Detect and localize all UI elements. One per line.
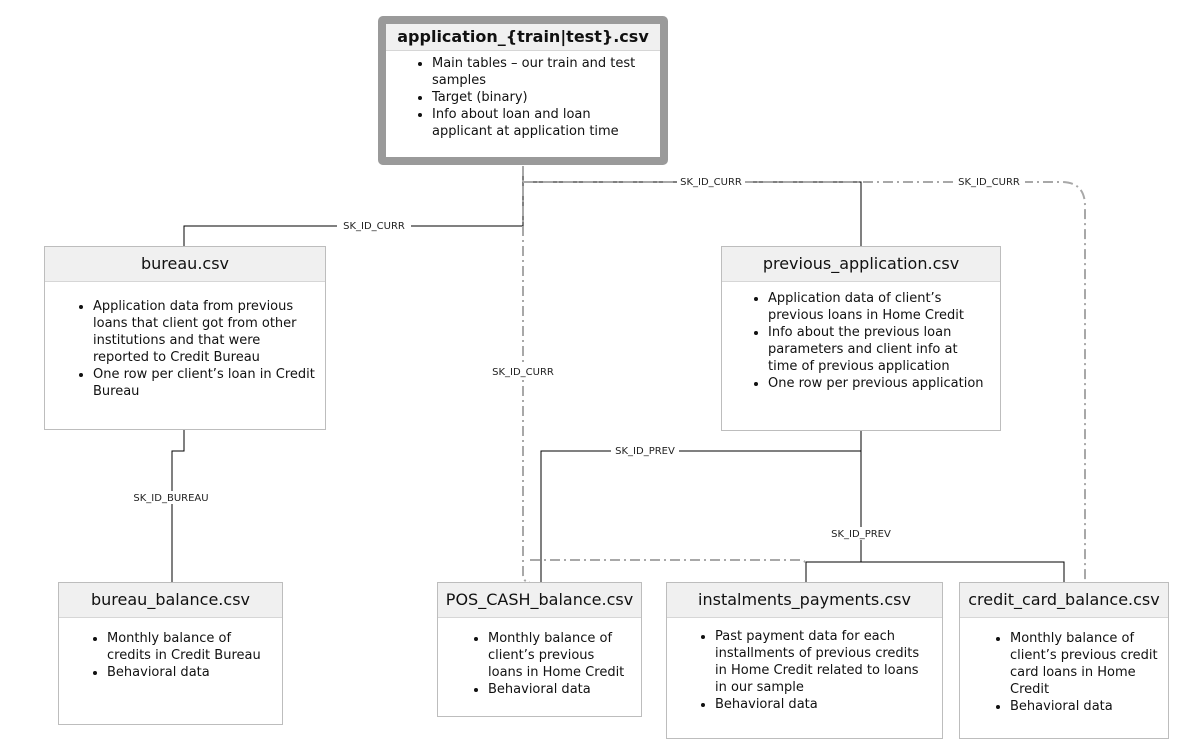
edge-label-bureau-bb: SK_ID_BUREAU: [133, 493, 208, 504]
table-title: previous_application.csv: [722, 247, 1000, 282]
edge-label-prev-inst: SK_ID_PREV: [831, 529, 891, 540]
link-prev-inst: [805, 451, 862, 582]
bullet-item: One row per client’s loan in Credit Bure…: [93, 366, 315, 400]
link-prev-pos: [540, 431, 862, 582]
table-bullets: Application data from previous loans tha…: [45, 298, 325, 400]
link-bureau-bb: [171, 430, 185, 582]
table-bullets: Past payment data for each installments …: [667, 628, 942, 713]
edge-label-prev-pos: SK_ID_PREV: [615, 446, 675, 457]
bullet-item: Behavioral data: [488, 681, 631, 698]
edge-label-main-pos: SK_ID_CURR: [492, 367, 554, 378]
table-bullets: Application data of client’s previous lo…: [722, 290, 1000, 392]
bullet-item: One row per previous application: [768, 375, 990, 392]
link-main-pos-dashed: [522, 166, 531, 583]
bullet-item: Monthly balance of credits in Credit Bur…: [107, 630, 272, 664]
table-title: bureau_balance.csv: [59, 583, 282, 618]
edge-label-main-bureau: SK_ID_CURR: [343, 221, 405, 232]
table-previous-application: previous_application.csv Application dat…: [721, 246, 1001, 431]
table-title: bureau.csv: [45, 247, 325, 282]
link-main-prev: [523, 181, 862, 246]
bullet-item: Past payment data for each installments …: [715, 628, 932, 696]
bullet-item: Behavioral data: [107, 664, 272, 681]
bullet-item: Monthly balance of client’s previous loa…: [488, 630, 631, 681]
bullet-item: Target (binary): [432, 89, 650, 106]
bullet-item: Info about loan and loan applicant at ap…: [432, 106, 650, 140]
table-pos-cash-balance: POS_CASH_balance.csv Monthly balance of …: [437, 582, 642, 717]
link-main-bureau: [183, 166, 524, 246]
table-title: instalments_payments.csv: [667, 583, 942, 618]
table-bureau: bureau.csv Application data from previou…: [44, 246, 326, 430]
bullet-item: Behavioral data: [1010, 698, 1158, 715]
table-title: application_{train|test}.csv: [386, 24, 660, 51]
bullet-item: Main tables – our train and test samples: [432, 55, 650, 89]
table-bullets: Main tables – our train and test samples…: [386, 55, 660, 140]
bullet-item: Info about the previous loan parameters …: [768, 324, 990, 375]
table-title: POS_CASH_balance.csv: [438, 583, 641, 618]
table-title: credit_card_balance.csv: [960, 583, 1168, 618]
link-pos-inst-dashed: [530, 559, 807, 567]
table-application-train-test: application_{train|test}.csv Main tables…: [378, 16, 668, 165]
edge-label-main-cc: SK_ID_CURR: [958, 177, 1020, 188]
bullet-item: Behavioral data: [715, 696, 932, 713]
table-instalments-payments: instalments_payments.csv Past payment da…: [666, 582, 943, 739]
link-prev-cc: [861, 561, 1065, 582]
bullet-item: Application data of client’s previous lo…: [768, 290, 990, 324]
table-bullets: Monthly balance of credits in Credit Bur…: [59, 630, 282, 681]
table-bureau-balance: bureau_balance.csv Monthly balance of cr…: [58, 582, 283, 725]
bullet-item: Application data from previous loans tha…: [93, 298, 315, 366]
table-bullets: Monthly balance of client’s previous loa…: [438, 630, 641, 698]
table-credit-card-balance: credit_card_balance.csv Monthly balance …: [959, 582, 1169, 739]
bullet-item: Monthly balance of client’s previous cre…: [1010, 630, 1158, 698]
edge-label-main-prev: SK_ID_CURR: [680, 177, 742, 188]
table-bullets: Monthly balance of client’s previous cre…: [960, 630, 1168, 715]
